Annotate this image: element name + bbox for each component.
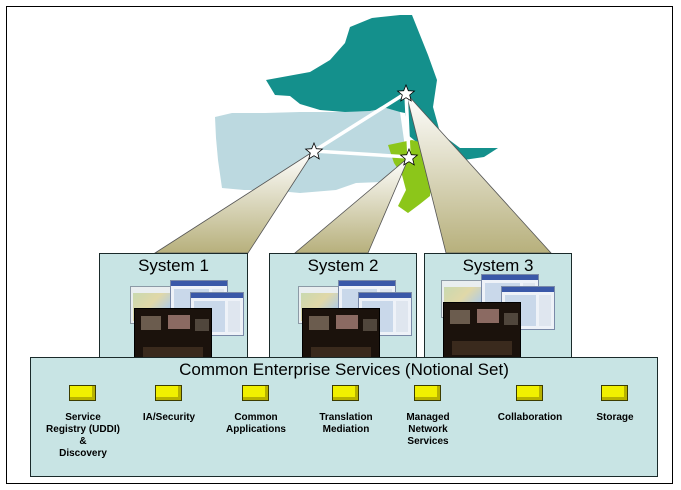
service-common-applications-box bbox=[242, 385, 269, 401]
region-green bbox=[388, 140, 432, 213]
service-collaboration-box bbox=[516, 385, 543, 401]
system-3-title: System 3 bbox=[462, 256, 534, 275]
system-2-title: System 2 bbox=[307, 256, 379, 275]
video-feed-thumbnail bbox=[443, 302, 521, 358]
system-3-screens bbox=[441, 272, 556, 358]
star-node-icon bbox=[399, 147, 419, 166]
system-3-box: System 3 bbox=[424, 253, 572, 359]
diagram-frame bbox=[6, 6, 673, 484]
enterprise-services-title: Common Enterprise Services (Notional Set… bbox=[179, 360, 509, 379]
star-node-icon bbox=[304, 141, 324, 160]
system-1-screens bbox=[130, 280, 245, 364]
star-node-icon bbox=[396, 83, 416, 102]
network-links bbox=[313, 91, 411, 159]
region-teal bbox=[266, 15, 498, 162]
service-translation-mediation-box bbox=[332, 385, 359, 401]
system-1-title: System 1 bbox=[138, 256, 209, 275]
system-2-box: System 2 bbox=[269, 253, 417, 364]
service-common-applications-label: Common Applications bbox=[225, 412, 286, 435]
video-feed-thumbnail bbox=[302, 308, 380, 364]
service-managed-network-box bbox=[414, 385, 441, 401]
service-ia-security-box bbox=[155, 385, 182, 401]
service-storage-box bbox=[601, 385, 628, 401]
video-feed-thumbnail bbox=[134, 308, 212, 364]
service-registry-label: Service Registry (UDDI) & Discovery bbox=[46, 412, 120, 459]
service-collaboration-label: Collaboration bbox=[497, 412, 563, 423]
beam-system-3 bbox=[405, 92, 552, 254]
service-storage-label: Storage bbox=[596, 412, 634, 423]
service-managed-network-label: Managed Network Services bbox=[406, 412, 450, 447]
service-ia-security-label: IA/Security bbox=[142, 412, 196, 423]
system-1-box: System 1 bbox=[99, 253, 248, 364]
service-registry-box bbox=[69, 385, 96, 401]
system-2-screens bbox=[298, 280, 413, 364]
service-translation-mediation-label: Translation Mediation bbox=[319, 412, 373, 435]
enterprise-services-box: Common Enterprise Services (Notional Set… bbox=[30, 357, 658, 477]
